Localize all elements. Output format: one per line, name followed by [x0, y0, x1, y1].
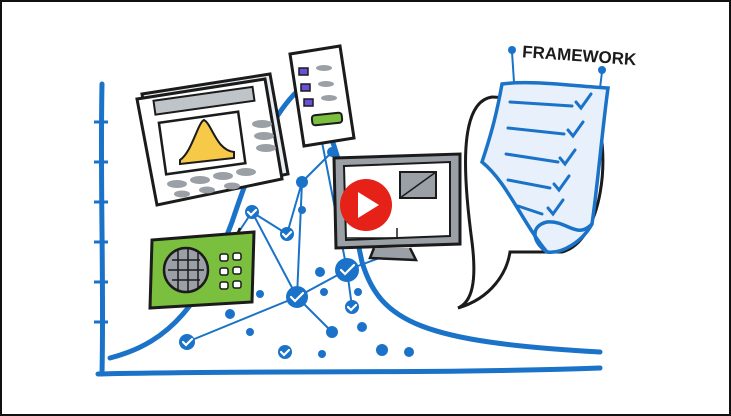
y-axis: [98, 81, 106, 377]
framework-label: FRAMEWORK: [522, 42, 638, 69]
mobile-phone-icon: [288, 44, 356, 148]
report-document-icon: [135, 72, 290, 207]
video-play-button[interactable]: [335, 178, 397, 232]
network-nodes: [179, 147, 414, 359]
report-chart-icon: [179, 118, 235, 166]
y-axis-ticks: [94, 120, 108, 324]
x-axis: [95, 365, 603, 377]
node-checkmarks: [181, 208, 358, 357]
youtube-play-icon: [340, 179, 392, 231]
radio-icon: [148, 227, 256, 310]
